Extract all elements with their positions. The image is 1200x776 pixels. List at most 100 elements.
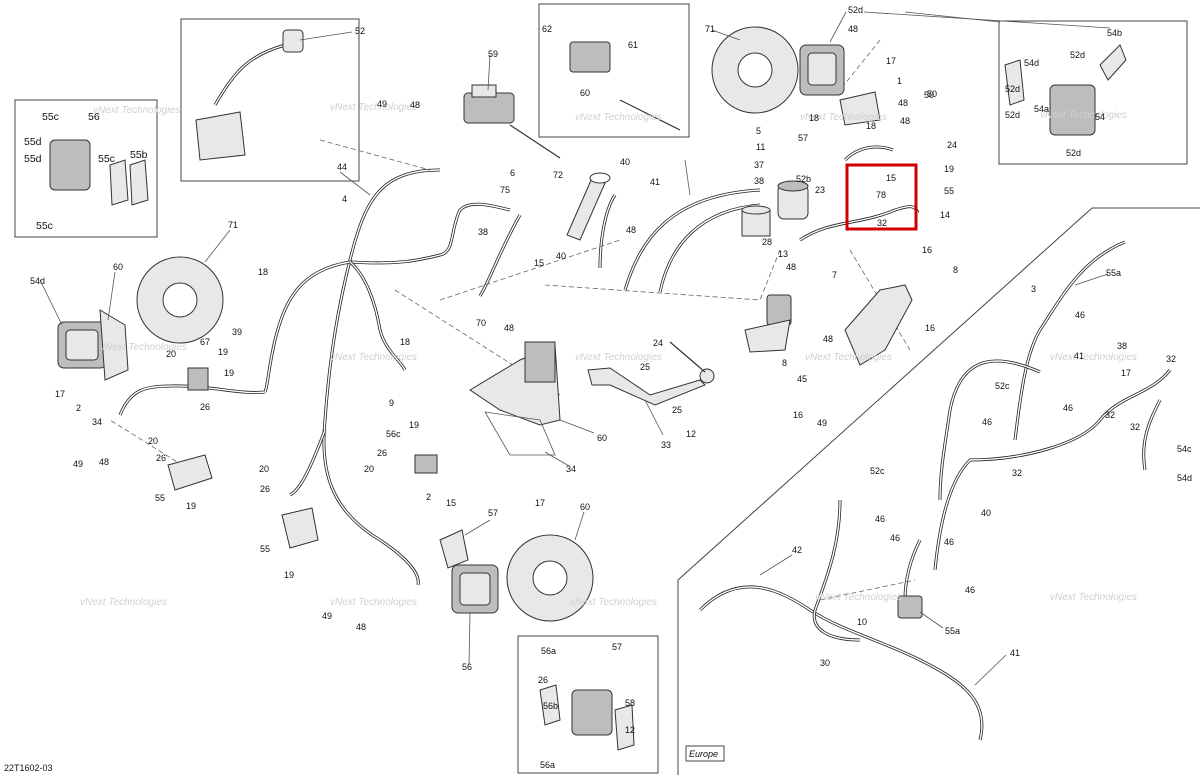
brake-line-10	[903, 539, 922, 601]
callout-label: 52b	[796, 174, 811, 184]
callout-label: 46	[1075, 310, 1085, 320]
callout-label: 44	[337, 162, 347, 172]
callout-label: 17	[886, 56, 896, 66]
europe-section-divider	[677, 207, 1200, 775]
callout-label: 54d	[1177, 473, 1192, 483]
brake-disc-72-top	[711, 26, 799, 114]
brake-disc-72-front	[136, 256, 224, 344]
callout-label: 17	[55, 389, 65, 399]
brake-line-41	[698, 585, 984, 741]
callout-label: 2	[426, 492, 431, 502]
watermark-text: vNext Technologies	[80, 597, 167, 608]
sensor-74	[414, 454, 438, 474]
callout-label: 20	[259, 464, 269, 474]
callout-label: 46	[982, 417, 992, 427]
watermark-text: vNext Technologies	[330, 352, 417, 363]
watermarks: vNext Technologies vNext Technologies vN…	[80, 102, 1137, 608]
callout-label: 6	[510, 168, 515, 178]
lever-56a	[619, 99, 681, 131]
callout-label: 75	[500, 185, 510, 195]
callout-label: 52c	[995, 381, 1010, 391]
callout-label: 41	[1074, 351, 1084, 361]
callout-label: 55	[260, 544, 270, 554]
callout-label: 38	[478, 227, 488, 237]
callout-label: 49	[73, 459, 83, 469]
watermark-text: vNext Technologies	[1050, 352, 1137, 363]
callout-label: 48	[99, 457, 109, 467]
brake-line-42	[812, 499, 861, 642]
callout-label: 55d	[24, 153, 42, 165]
callout-label: 48	[410, 100, 420, 110]
callout-label: 54	[1095, 112, 1105, 122]
callout-label: 3	[1031, 284, 1036, 294]
callout-label: 26	[538, 675, 548, 685]
figure-code: 22T1602-03	[4, 763, 53, 773]
callout-label: 58	[625, 698, 635, 708]
reservoir-51	[777, 180, 809, 220]
callout-label: 41	[1010, 648, 1020, 658]
inset-frame-55	[517, 635, 659, 774]
callout-label: 17	[1121, 368, 1131, 378]
callout-label: 19	[944, 164, 954, 174]
callout-label: 24	[653, 338, 663, 348]
callout-label: 70	[476, 318, 486, 328]
brake-pad-54d	[129, 159, 149, 206]
callout-label: 17	[535, 498, 545, 508]
callout-label: 25	[640, 362, 650, 372]
callout-label: 72	[553, 170, 563, 180]
callout-label: 32	[1012, 468, 1022, 478]
brake-pad-54a	[109, 159, 129, 206]
callout-label: 19	[186, 501, 196, 511]
callout-label: 7	[832, 270, 837, 280]
brake-line-32	[799, 205, 920, 242]
reservoir-50	[282, 29, 304, 53]
callout-label: 55d	[24, 136, 42, 148]
callout-label: 16	[793, 410, 803, 420]
callout-label: 52	[355, 26, 365, 36]
callout-label: 48	[626, 225, 636, 235]
inset-frame-54	[14, 99, 158, 238]
bracket-70	[469, 341, 561, 426]
callout-label: 54c	[1177, 444, 1192, 454]
callout-label: 32	[877, 218, 887, 228]
callout-label: 32	[1130, 422, 1140, 432]
watermark-text: vNext Technologies	[330, 597, 417, 608]
callout-label: 20	[148, 436, 158, 446]
callout-label: 15	[534, 258, 544, 268]
callout-label: 56a	[541, 646, 556, 656]
bracket-8	[844, 284, 913, 366]
callout-label: 61	[628, 40, 638, 50]
callout-label: 56b	[543, 701, 558, 711]
callout-label: 60	[113, 262, 123, 272]
callout-label: 48	[504, 323, 514, 333]
callout-label: 26	[156, 453, 166, 463]
callout-label: 39	[232, 327, 242, 337]
callout-label: 2	[76, 403, 81, 413]
caliper-50	[195, 111, 246, 161]
watermark-text: vNext Technologies	[805, 352, 892, 363]
bleeder-52b	[1099, 44, 1127, 81]
brake-pedal-33	[587, 341, 715, 406]
callout-label: 11	[756, 142, 765, 152]
brake-disc-72-rear	[506, 534, 594, 622]
callout-label: 55a	[1106, 268, 1121, 278]
watermark-text: vNext Technologies	[575, 352, 662, 363]
callout-label: 55	[155, 493, 165, 503]
callout-label: 56c	[386, 429, 401, 439]
callout-label: 30	[820, 658, 830, 668]
watermark-text: vNext Technologies	[570, 597, 657, 608]
callout-label: 23	[815, 185, 825, 195]
brake-lines	[118, 43, 1172, 741]
callout-label: 15	[446, 498, 456, 508]
callout-label: 52d	[1005, 84, 1020, 94]
callout-label: 19	[409, 420, 419, 430]
callout-label: 56a	[540, 760, 555, 770]
callout-label: 28	[762, 237, 772, 247]
callout-label: 19	[224, 368, 234, 378]
callout-label: 41	[650, 177, 660, 187]
callout-label: 48	[898, 98, 908, 108]
callout-label: 38	[1117, 341, 1127, 351]
callout-label: 71	[705, 24, 715, 34]
callout-label: 12	[686, 429, 696, 439]
callout-label: 48	[848, 24, 858, 34]
